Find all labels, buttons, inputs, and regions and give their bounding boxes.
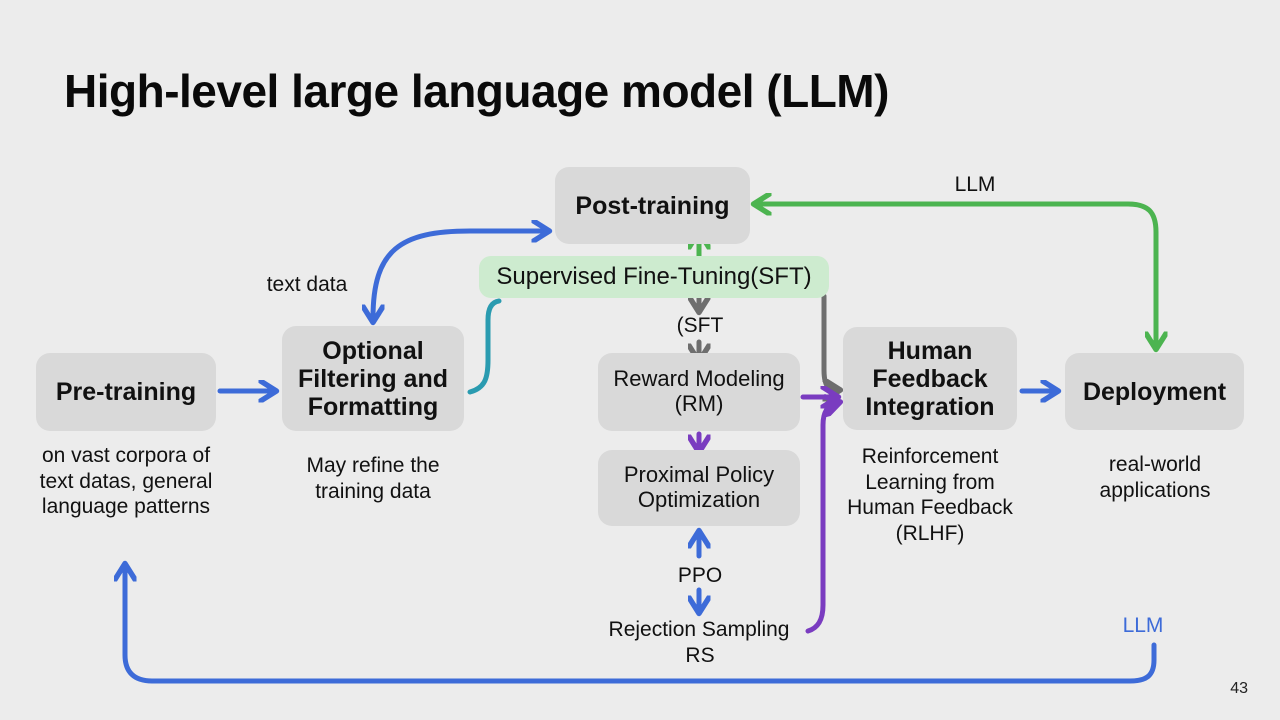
caption-deployment: real-world applications (1099, 453, 1211, 502)
node-filtering: Optional Filtering and Formatting (282, 326, 464, 431)
arrow-text-data-bidirectional (373, 231, 545, 318)
node-post-training: Post-training (555, 167, 750, 244)
node-reward-modeling-label: Reward Modeling (RM) (613, 366, 785, 416)
caption-filtering: May refine the training data (306, 454, 440, 503)
node-ppo: Proximal Policy Optimization (598, 450, 800, 526)
edge-label-ppo: PPO (677, 564, 723, 587)
node-human-feedback: Human Feedback Integration (843, 327, 1017, 430)
node-filtering-label: Optional Filtering and Formatting (298, 336, 448, 421)
node-sft-label: Supervised Fine-Tuning(SFT) (496, 262, 812, 290)
node-pre-training-label: Pre-training (55, 378, 197, 406)
node-human-feedback-label: Human Feedback Integration (865, 336, 995, 421)
node-post-training-label: Post-training (575, 191, 730, 220)
edge-label-llm-bottom: LLM (1122, 614, 1164, 637)
node-sft: Supervised Fine-Tuning(SFT) (479, 256, 829, 298)
edge-label-sft: (SFT (676, 314, 724, 337)
edge-label-text-data: text data (266, 273, 348, 296)
arrow-rejection-sampling-to-human-feedback (805, 403, 836, 634)
edge-label-rejection-sampling: Rejection Sampling (608, 618, 790, 641)
edge-label-rs: RS (685, 644, 715, 667)
arrow-sft-to-human-feedback (821, 293, 836, 390)
page-number: 43 (1230, 680, 1248, 697)
node-deployment-label: Deployment (1082, 377, 1227, 406)
node-deployment: Deployment (1065, 353, 1244, 430)
edge-label-llm-top: LLM (954, 173, 996, 196)
node-reward-modeling: Reward Modeling (RM) (598, 353, 800, 431)
arrow-filtering-to-sft (467, 298, 502, 395)
caption-pre-training: on vast corpora of text datas, general l… (39, 444, 213, 519)
node-pre-training: Pre-training (36, 353, 216, 431)
node-ppo-label: Proximal Policy Optimization (623, 462, 775, 512)
arrow-llm-loop-to-pretraining (125, 568, 1157, 684)
arrow-llm-deployment-posttraining (758, 204, 1156, 345)
slide-title: High-level large language model (LLM) (64, 65, 889, 117)
caption-human-feedback: Reinforcement Learning from Human Feedba… (847, 445, 1013, 545)
